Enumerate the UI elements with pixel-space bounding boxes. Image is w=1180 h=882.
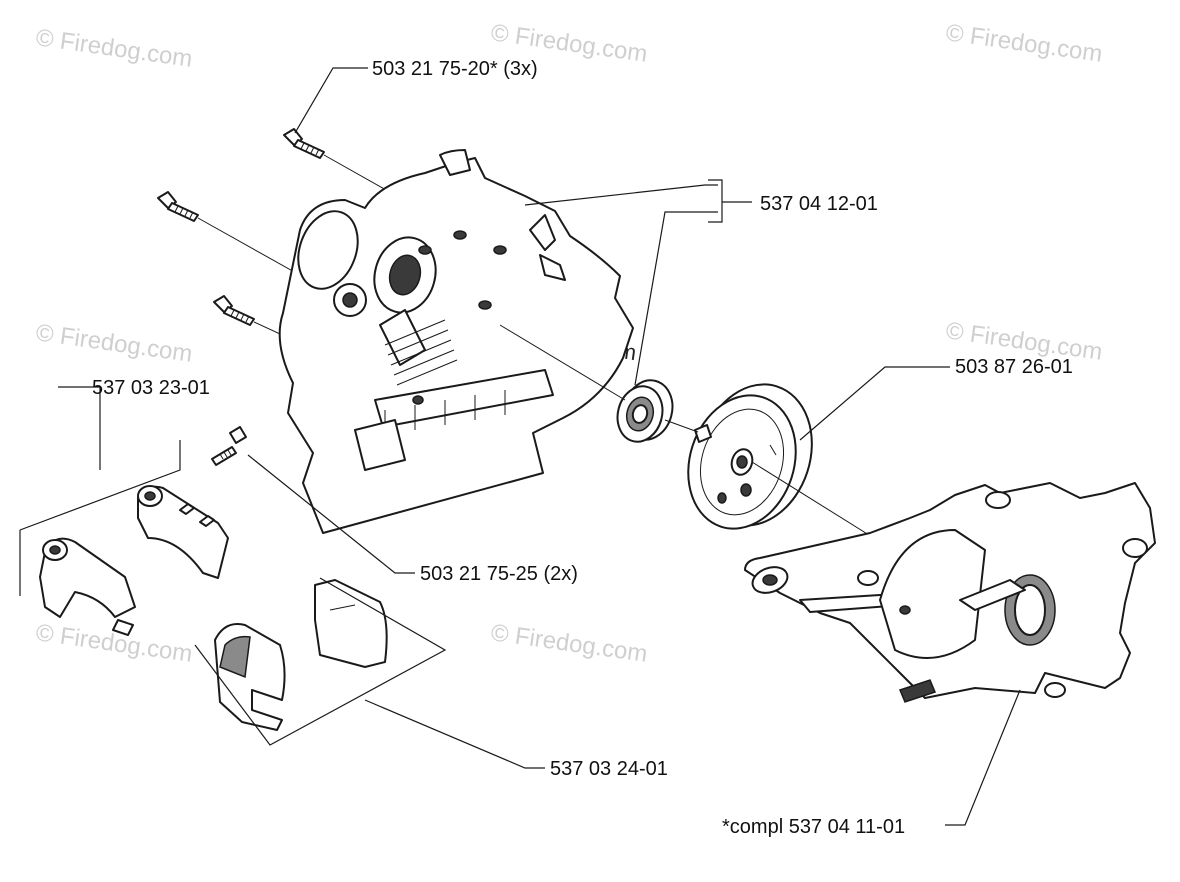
clutch-drum — [687, 383, 813, 530]
label-clutch-drum: 503 87 26-01 — [955, 356, 1073, 378]
axis-line-3 — [751, 461, 886, 546]
crankcase-half — [278, 149, 634, 534]
crankcase-other-half — [744, 482, 1156, 703]
watermark-3: © Firedog.com — [944, 19, 1104, 68]
screw-middle — [157, 191, 199, 222]
axis-line-1 — [499, 324, 626, 401]
watermark-4: © Firedog.com — [34, 319, 194, 368]
watermark-7: © Firedog.com — [489, 619, 649, 668]
screw-top — [283, 128, 325, 159]
shield-upper — [39, 485, 229, 636]
part-labels: 503 21 75-20* (3x) 537 04 12-01 503 87 2… — [92, 58, 1073, 838]
label-shield-lower: 537 03 24-01 — [550, 758, 668, 780]
label-complete: *compl 537 04 11-01 — [722, 816, 905, 838]
label-shield-upper: 537 03 23-01 — [92, 377, 210, 399]
screw-2x — [211, 426, 247, 466]
watermark-1: © Firedog.com — [34, 24, 194, 73]
label-screw-3x: 503 21 75-20* (3x) — [372, 58, 538, 80]
axis-line-2 — [664, 419, 699, 433]
screw-lower — [213, 295, 255, 326]
leader-lines — [19, 67, 1021, 826]
label-housing: 537 04 12-01 — [760, 193, 878, 215]
shield-lower — [214, 579, 388, 731]
label-screw-2x: 503 21 75-25 (2x) — [420, 563, 578, 585]
bearing — [616, 379, 674, 443]
